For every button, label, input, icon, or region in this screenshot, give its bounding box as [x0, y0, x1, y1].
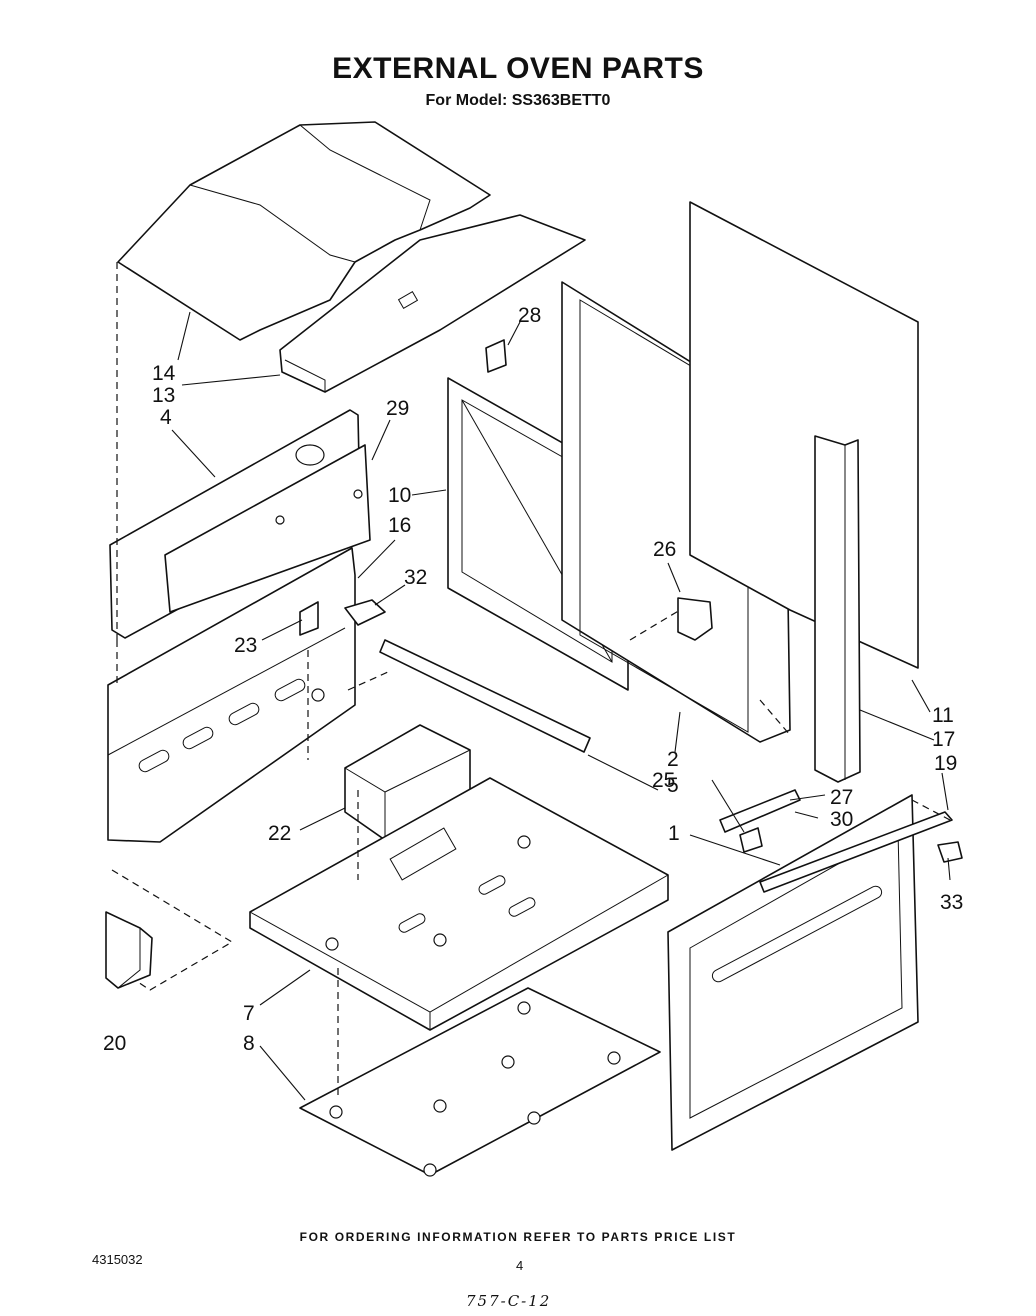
callout-20: 20: [103, 1032, 126, 1055]
callout-2: 2: [667, 748, 679, 771]
part-bottom-tray: [249, 777, 669, 1031]
part-brackets: [485, 339, 713, 641]
part-door-frame: [667, 794, 953, 1151]
callout-19: 19: [934, 752, 957, 775]
callout-5: 5: [667, 774, 679, 797]
part-vertical-trim: [814, 435, 861, 783]
callout-32: 32: [404, 566, 427, 589]
page-number: 4: [516, 1258, 524, 1273]
model-subtitle: For Model: SS363BETT0: [425, 92, 611, 109]
callout-1: 1: [668, 822, 680, 845]
callout-25: 25: [652, 769, 675, 792]
leader-lines: [171, 311, 951, 1101]
callout-30: 30: [830, 808, 853, 831]
callout-13: 13: [152, 384, 175, 407]
callout-8: 8: [243, 1032, 255, 1055]
document-number: 4315032: [92, 1252, 143, 1267]
callout-33: 33: [940, 891, 963, 914]
page-title: EXTERNAL OVEN PARTS: [332, 52, 704, 85]
callout-4: 4: [160, 406, 172, 429]
part-top-cover: [117, 121, 586, 393]
callout-22: 22: [268, 822, 291, 845]
part-support-rail: [379, 639, 591, 753]
callout-labels: 14 13 4 29 28 10 16 32 23 26 2 5 11 17 1…: [103, 304, 963, 1055]
part-back-panel: [109, 409, 371, 639]
part-small-hardware: [719, 789, 963, 863]
part-base-plate: [299, 987, 661, 1177]
callout-11: 11: [932, 704, 954, 727]
callout-16: 16: [388, 514, 411, 537]
callout-7: 7: [243, 1002, 255, 1025]
callout-10: 10: [388, 484, 411, 507]
callout-17: 17: [932, 728, 955, 751]
handwritten-note: 757-C-12: [466, 1292, 552, 1310]
ordering-footer: FOR ORDERING INFORMATION REFER TO PARTS …: [299, 1230, 737, 1244]
callout-27: 27: [830, 786, 853, 809]
callout-23: 23: [234, 634, 257, 657]
alignment-lines: [116, 262, 951, 1100]
callout-28: 28: [518, 304, 541, 327]
callout-29: 29: [386, 397, 409, 420]
callout-14: 14: [152, 362, 176, 385]
callout-26: 26: [653, 538, 676, 561]
part-20-bracket: [105, 869, 234, 991]
part-side-panel: [107, 547, 386, 843]
